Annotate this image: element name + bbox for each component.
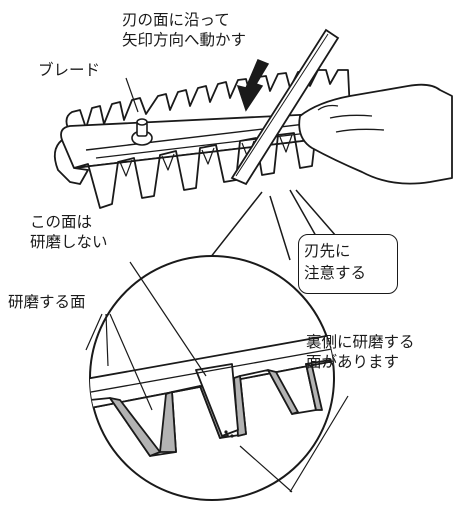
sharpening-file	[230, 28, 340, 186]
back-side-leader-2	[239, 445, 293, 493]
grind-face-label: 研磨する面	[8, 293, 86, 311]
magnifier-funnel-lines	[209, 191, 291, 261]
grinding-bevel-2	[159, 391, 177, 453]
instruction-line-2: 矢印方向へ動かす	[122, 31, 247, 49]
caution-line-2: 注意する	[304, 264, 367, 282]
instruction-label: 刃の面に沿って 矢印方向へ動かす	[122, 10, 246, 50]
blade-label: ブレード	[38, 61, 101, 79]
instruction-line-1: 刃の面に沿って	[122, 11, 230, 29]
grinding-bevel-5	[267, 369, 299, 415]
back-side-line-2: 面があります	[306, 353, 400, 371]
caution-callout-pointer	[289, 189, 317, 237]
magnifier	[85, 191, 349, 501]
caution-callout	[298, 234, 398, 294]
no-grind-line-2: 研磨しない	[30, 233, 108, 251]
leader-lines-lower	[85, 261, 349, 493]
hand-grip	[298, 83, 453, 185]
caution-line-1: 刃先に	[304, 242, 351, 260]
back-side-label: 裏側に研磨する 面があります	[306, 332, 415, 372]
leader-lines-upper	[125, 77, 139, 113]
direction-arrow-icon	[236, 59, 270, 112]
grind-leader-3	[109, 313, 153, 411]
back-side-line-1: 裏側に研磨する	[306, 333, 415, 351]
back-side-leader-1	[289, 395, 349, 493]
blade-left-end	[53, 139, 89, 185]
no-grind-line-1: この面は	[30, 213, 93, 231]
blade-leader-line	[125, 77, 139, 113]
no-grind-leader	[129, 261, 207, 377]
caution-label: 刃先に 注意する	[304, 240, 366, 284]
no-grind-face-label: この面は 研磨しない	[30, 212, 108, 252]
blade-bolt	[131, 118, 153, 146]
grinding-bevel-6	[305, 363, 323, 411]
grind-leader-2	[105, 313, 109, 367]
grind-leader-1	[85, 313, 103, 351]
